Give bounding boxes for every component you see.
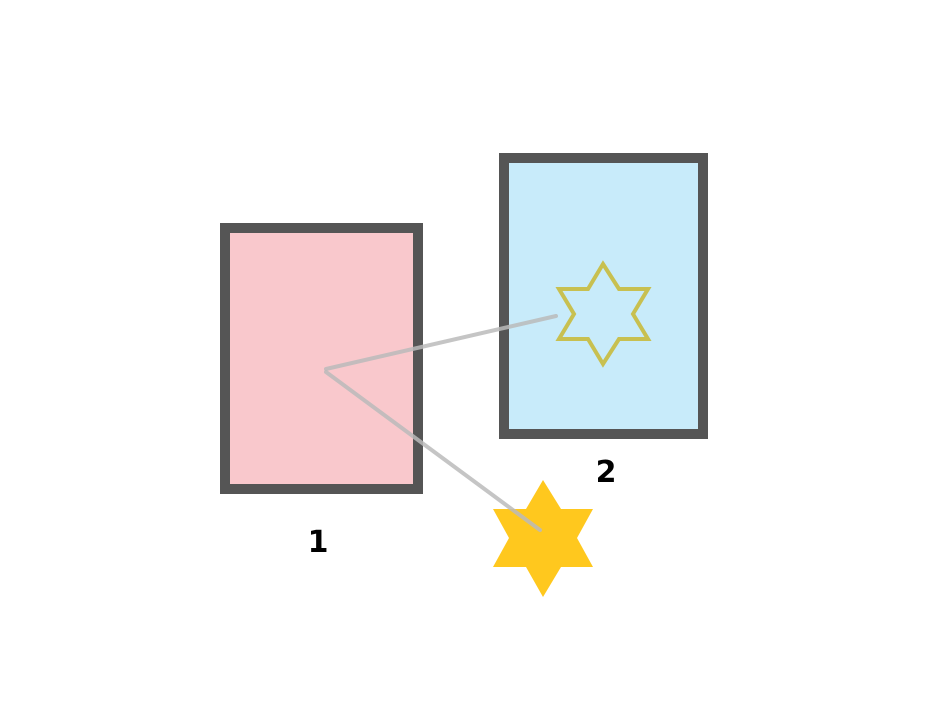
outline-star-icon[interactable] — [555, 260, 652, 368]
connector-line-to-filled-star — [324, 370, 542, 532]
connector-line-to-outline-star — [324, 314, 558, 371]
box-1-label: 1 — [307, 525, 329, 560]
box-2[interactable] — [499, 153, 708, 439]
box-2-label: 2 — [595, 455, 617, 490]
box-1[interactable] — [220, 223, 423, 494]
filled-star-icon[interactable] — [493, 480, 593, 597]
